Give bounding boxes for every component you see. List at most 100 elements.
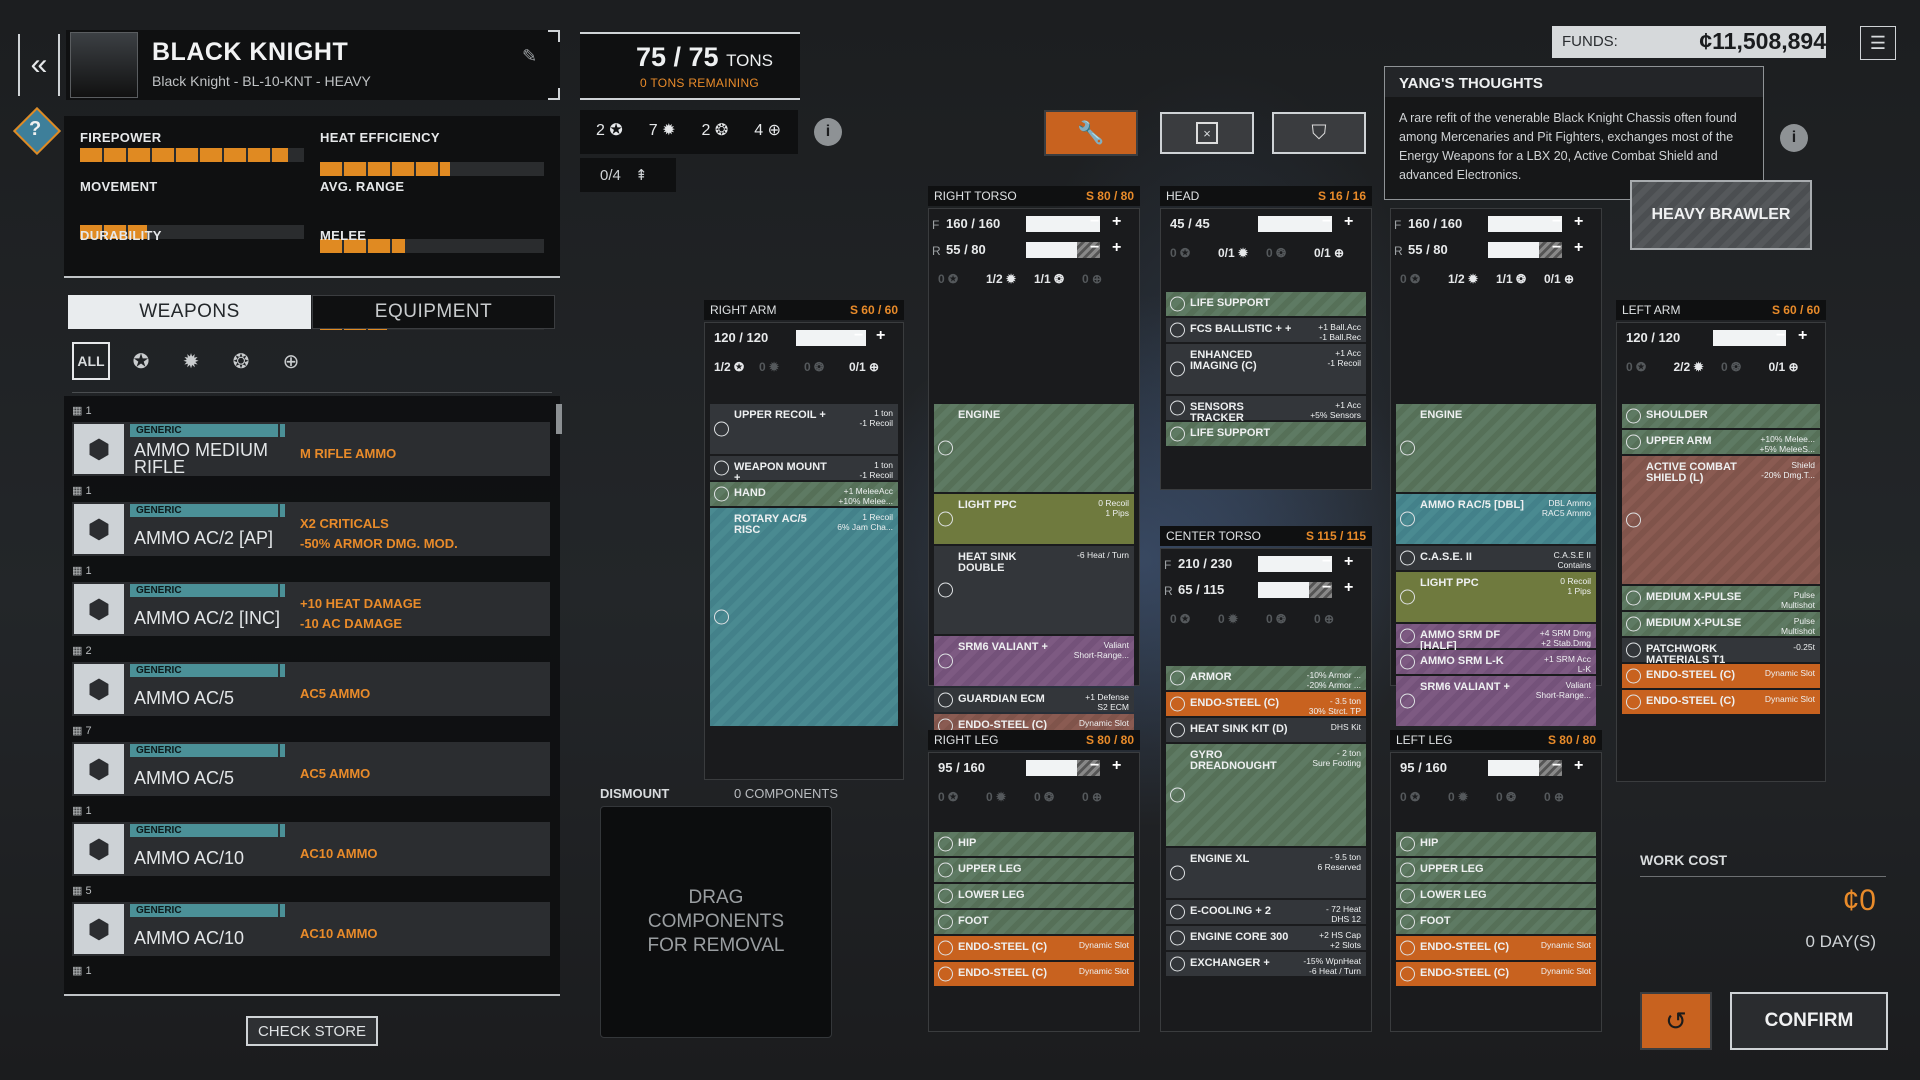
- slot-item[interactable]: ACTIVE COMBAT SHIELD (L)Shield -20% Dmg.…: [1622, 456, 1820, 584]
- slot-item[interactable]: FOOT: [934, 910, 1134, 934]
- check-store-button[interactable]: CHECK STORE: [246, 1016, 378, 1046]
- armor-slider[interactable]: [1257, 216, 1332, 232]
- back-button[interactable]: «: [18, 34, 60, 96]
- slot-item[interactable]: SRM6 VALIANT +Valiant Short-Range...: [934, 636, 1134, 686]
- slot-item[interactable]: AMMO SRM L-K+1 SRM Acc L-K: [1396, 650, 1596, 674]
- slot-item[interactable]: HIP: [934, 832, 1134, 856]
- slot-item[interactable]: ENGINE: [1396, 404, 1596, 492]
- slot-item[interactable]: SENSORS TRACKER+1 Acc +5% Sensors: [1166, 396, 1366, 424]
- slot-item[interactable]: GUARDIAN ECM+1 Defense S2 ECM: [934, 688, 1134, 712]
- slot-item[interactable]: LOWER LEG: [934, 884, 1134, 908]
- armor-minus-button[interactable]: −: [1090, 213, 1100, 230]
- armor-plus-button[interactable]: +: [1344, 579, 1354, 596]
- armor-minus-button[interactable]: −: [1322, 213, 1332, 230]
- slot-item[interactable]: UPPER ARM+10% Melee... +5% MeleeS...: [1622, 430, 1820, 454]
- filter-missile-icon[interactable]: ❂: [232, 350, 250, 373]
- slot-item[interactable]: E-COOLING + 2- 72 Heat DHS 12: [1166, 900, 1366, 924]
- slot-item[interactable]: AMMO RAC/5 [DBL]DBL Ammo RAC5 Ammo: [1396, 494, 1596, 544]
- slot-item[interactable]: HEAT SINK KIT (D)DHS Kit: [1166, 718, 1366, 742]
- armor-plus-button[interactable]: +: [1574, 757, 1584, 774]
- armor-slider[interactable]: [1487, 216, 1562, 232]
- menu-button[interactable]: ☰: [1860, 26, 1896, 60]
- slot-item[interactable]: ENDO-STEEL (C)Dynamic Slot: [1396, 936, 1596, 960]
- armor-slider[interactable]: [796, 330, 866, 346]
- armor-slider[interactable]: [1487, 242, 1562, 258]
- armor-minus-button[interactable]: −: [1776, 327, 1786, 344]
- armor-plus-button[interactable]: +: [1112, 213, 1122, 230]
- slot-item[interactable]: ENGINE CORE 300+2 HS Cap +2 Slots: [1166, 926, 1366, 950]
- armor-minus-button[interactable]: −: [1322, 579, 1332, 596]
- armor-minus-button[interactable]: −: [1090, 239, 1100, 256]
- slot-item[interactable]: ENDO-STEEL (C)Dynamic Slot: [1622, 664, 1820, 688]
- slot-item[interactable]: HAND+1 MeleeAcc +10% Melee...: [710, 482, 898, 506]
- slot-item[interactable]: ENHANCED IMAGING (C)+1 Acc -1 Recoil: [1166, 344, 1366, 394]
- strip-equipment-button[interactable]: ×: [1160, 112, 1254, 154]
- undo-button[interactable]: ↺: [1640, 992, 1712, 1050]
- armor-slider[interactable]: [1025, 216, 1100, 232]
- armor-slider[interactable]: [1025, 760, 1100, 776]
- slot-item[interactable]: HEAT SINK DOUBLE-6 Heat / Turn: [934, 546, 1134, 634]
- armor-minus-button[interactable]: −: [1552, 757, 1562, 774]
- dismount-dropzone[interactable]: DRAG COMPONENTS FOR REMOVAL: [600, 806, 832, 1038]
- slot-item[interactable]: SHOULDER: [1622, 404, 1820, 428]
- armor-minus-button[interactable]: −: [854, 327, 864, 344]
- role-info-icon[interactable]: i: [1780, 124, 1808, 152]
- slot-item[interactable]: GYRO DREADNOUGHT- 2 ton Sure Footing: [1166, 744, 1366, 846]
- armor-plus-button[interactable]: +: [1798, 327, 1808, 344]
- slot-item[interactable]: FCS BALLISTIC + ++1 Ball.Acc -1 Ball.Rec: [1166, 318, 1366, 342]
- slot-item[interactable]: FOOT: [1396, 910, 1596, 934]
- armor-plus-button[interactable]: +: [1112, 239, 1122, 256]
- slot-item[interactable]: ENGINE XL- 9.5 ton 6 Reserved: [1166, 848, 1366, 898]
- armor-minus-button[interactable]: −: [1552, 239, 1562, 256]
- slot-item[interactable]: LOWER LEG: [1396, 884, 1596, 908]
- slot-item[interactable]: HIP: [1396, 832, 1596, 856]
- armor-minus-button[interactable]: −: [1322, 553, 1332, 570]
- filter-all[interactable]: ALL: [72, 342, 110, 380]
- slot-item[interactable]: AMMO SRM DF [HALF]+4 SRM Dmg +2 Stab.Dmg: [1396, 624, 1596, 652]
- armor-slider[interactable]: [1712, 330, 1787, 346]
- armor-minus-button[interactable]: −: [1552, 213, 1562, 230]
- slot-item[interactable]: LIFE SUPPORT: [1166, 422, 1366, 446]
- filter-ballistic-icon[interactable]: ✪: [132, 350, 150, 373]
- tab-equipment[interactable]: EQUIPMENT: [312, 295, 555, 329]
- armor-plus-button[interactable]: +: [1574, 239, 1584, 256]
- slot-item[interactable]: ENDO-STEEL (C)- 3.5 ton 30% Strct. TP: [1166, 692, 1366, 716]
- hardpoint-info-icon[interactable]: i: [814, 118, 842, 146]
- armor-minus-button[interactable]: −: [1090, 757, 1100, 774]
- slot-item[interactable]: LIFE SUPPORT: [1166, 292, 1366, 316]
- slot-item[interactable]: SRM6 VALIANT +Valiant Short-Range...: [1396, 676, 1596, 726]
- filter-energy-icon[interactable]: ✹: [182, 350, 200, 373]
- slot-item[interactable]: PATCHWORK MATERIALS T1-0.25t: [1622, 638, 1820, 666]
- armor-slider[interactable]: [1487, 760, 1562, 776]
- slot-item[interactable]: ARMOR-10% Armor ... -20% Armor ...: [1166, 666, 1366, 690]
- slot-item[interactable]: UPPER LEG: [1396, 858, 1596, 882]
- slot-item[interactable]: WEAPON MOUNT +1 ton -1 Recoil: [710, 456, 898, 484]
- armor-plus-button[interactable]: +: [1112, 757, 1122, 774]
- filter-support-icon[interactable]: ⊕: [282, 350, 300, 373]
- slot-item[interactable]: UPPER RECOIL +1 ton -1 Recoil: [710, 404, 898, 454]
- armor-plus-button[interactable]: +: [1574, 213, 1584, 230]
- slot-item[interactable]: ENDO-STEEL (C)Dynamic Slot: [1622, 690, 1820, 714]
- strip-armor-button[interactable]: ⛉: [1272, 112, 1366, 154]
- inventory-scrollbar[interactable]: [556, 404, 562, 434]
- confirm-button[interactable]: CONFIRM: [1730, 992, 1888, 1050]
- slot-item[interactable]: EXCHANGER +-15% WpnHeat -6 Heat / Turn: [1166, 952, 1366, 976]
- slot-item[interactable]: ENGINE: [934, 404, 1134, 492]
- armor-plus-button[interactable]: +: [876, 327, 886, 344]
- armor-plus-button[interactable]: +: [1344, 553, 1354, 570]
- slot-item[interactable]: ENDO-STEEL (C)Dynamic Slot: [934, 962, 1134, 986]
- armor-slider[interactable]: [1025, 242, 1100, 258]
- armor-plus-button[interactable]: +: [1344, 213, 1354, 230]
- slot-item[interactable]: ENDO-STEEL (C)Dynamic Slot: [1396, 962, 1596, 986]
